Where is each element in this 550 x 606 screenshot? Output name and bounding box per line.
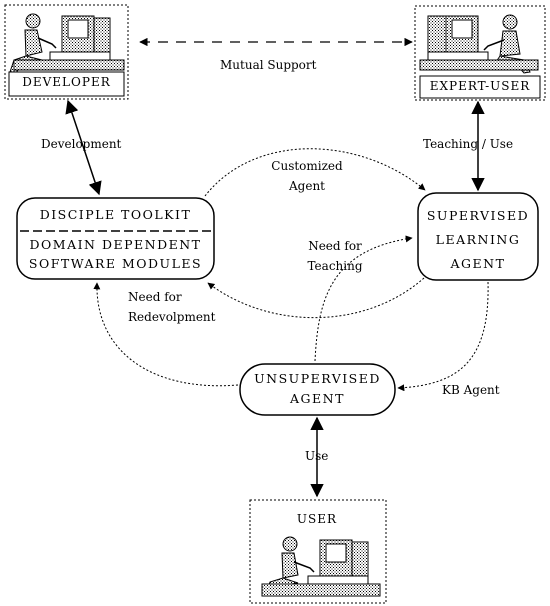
user-label: USER: [296, 512, 338, 526]
user-figure-icon: [261, 536, 381, 597]
kb-agent-label: KB Agent: [442, 383, 500, 397]
unsupervised-label-line2: AGENT: [290, 391, 345, 406]
teaching-use-label: Teaching / Use: [423, 137, 514, 151]
toolkit-title: DISCIPLE TOOLKIT: [39, 207, 192, 222]
disciple-toolkit-node: [16, 197, 215, 280]
kb-agent-arrow: [397, 281, 489, 392]
user-box: [249, 499, 387, 604]
need-for-teaching-label-line1: Need for: [308, 239, 362, 253]
customized-agent-label-line2: Agent: [289, 179, 325, 193]
developer-label: DEVELOPER: [22, 75, 111, 89]
supervised-label-line1: SUPERVISED: [426, 208, 530, 223]
development-arrow: [65, 99, 102, 196]
supervised-to-toolkit-arrow: [207, 277, 425, 319]
need-for-redevelopment-label-line2: Redevolpment: [128, 310, 216, 324]
toolkit-modules-line1: DOMAIN DEPENDENT: [29, 237, 202, 252]
need-for-redevelopment-arrow: [93, 282, 239, 387]
customized-agent-label-line1: Customized: [271, 159, 343, 173]
unsupervised-agent-node: [239, 363, 396, 416]
developer-box: [4, 4, 129, 100]
supervised-learning-agent-node: [417, 192, 539, 281]
developer-figure-icon: [9, 13, 125, 74]
expert-user-box: [414, 5, 546, 101]
mutual-support-label: Mutual Support: [220, 58, 317, 72]
expert-user-figure-icon: [419, 14, 539, 74]
need-for-redevelopment-label-line1: Need for: [128, 290, 182, 304]
development-label: Development: [41, 137, 122, 151]
supervised-label-line2: LEARNING: [435, 232, 521, 247]
supervised-label-line3: AGENT: [450, 256, 506, 271]
need-for-teaching-label-line2: Teaching: [307, 259, 363, 273]
toolkit-modules-line2: SOFTWARE MODULES: [28, 256, 203, 271]
unsupervised-label-line1: UNSUPERVISED: [254, 371, 381, 386]
need-for-teaching-arrow: [314, 235, 413, 362]
use-label: Use: [305, 449, 329, 463]
expert-user-label: EXPERT-USER: [429, 79, 531, 93]
